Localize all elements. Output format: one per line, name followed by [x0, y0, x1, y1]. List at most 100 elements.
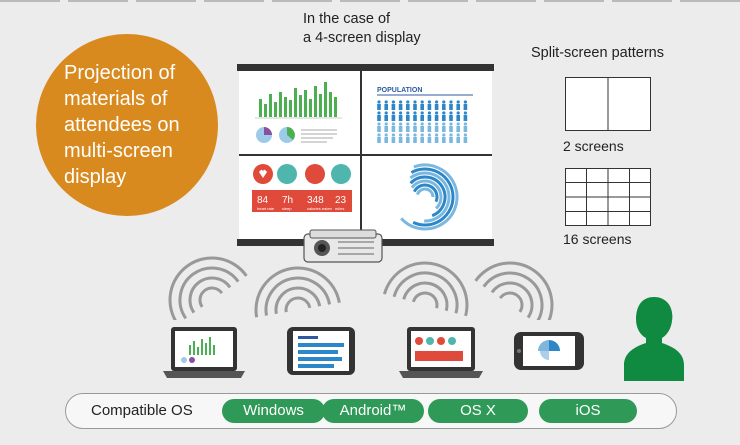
person-figure [391, 122, 396, 132]
tablet-icon [287, 327, 355, 375]
person-figure [434, 122, 439, 132]
laptop-icon [399, 327, 483, 378]
compatible-os-label: Compatible OS [91, 402, 193, 419]
os-pill-windows: Windows [222, 399, 325, 423]
person-figure [391, 100, 396, 110]
heading-line: materials of [64, 88, 168, 110]
caption-line: a 4-screen display [303, 30, 421, 46]
person-figure [434, 111, 439, 121]
two-screen-pattern [565, 77, 651, 131]
stat-value: 23 [335, 195, 347, 206]
person-icon [624, 297, 684, 381]
person-figure [377, 111, 381, 121]
person-figure [442, 122, 446, 132]
person-figure [420, 100, 424, 110]
radial-ring [400, 163, 459, 231]
person-figure [406, 133, 410, 143]
screen-top-bar [237, 64, 494, 71]
person-figure [463, 133, 468, 143]
laptop-icon [163, 327, 245, 378]
person-figure [406, 111, 410, 121]
heading-line: display [64, 166, 127, 188]
person-figure [377, 133, 381, 143]
four-screen-caption: In the case of a 4-screen display [303, 10, 421, 48]
person-figure [456, 111, 460, 121]
person-figure [384, 100, 388, 110]
person-figure [456, 133, 460, 143]
person-figure [449, 133, 453, 143]
os-pill-osx: OS X [428, 399, 528, 423]
sixteen-screen-label: 16 screens [563, 231, 632, 247]
person-figure [456, 122, 460, 132]
wireless-signals [168, 256, 554, 320]
radial-ring [409, 175, 447, 218]
split-title: Split-screen patterns [531, 45, 664, 61]
os-pill-android: Android™ [322, 399, 424, 423]
radial-ring [409, 171, 451, 223]
person-figure [463, 100, 468, 110]
person-figure [413, 133, 417, 143]
panel-radial-chart [400, 163, 459, 231]
stat-label: heart rate [257, 206, 275, 211]
person-figure [420, 111, 424, 121]
person-figure [406, 100, 410, 110]
heading-line: attendees on [64, 114, 180, 136]
smartphone-icon [514, 332, 584, 370]
person-figure [384, 111, 388, 121]
person-figure [413, 111, 417, 121]
stat-value: 84 [257, 195, 269, 206]
wifi-icon [474, 261, 554, 320]
stat-label: calories eaten [307, 206, 332, 211]
person-figure [391, 133, 396, 143]
stat-label: sleep [282, 206, 292, 211]
heading-text: Projection of materials of attendees on … [64, 60, 224, 190]
person-figure [463, 122, 468, 132]
person-figure [413, 100, 417, 110]
population-label: POPULATION [377, 87, 422, 94]
wifi-icon [382, 261, 469, 317]
panel-population: POPULATION [377, 87, 473, 143]
person-figure [398, 133, 403, 143]
person-figure [398, 111, 403, 121]
person-figure [442, 100, 446, 110]
person-figure [463, 111, 468, 121]
person-figure [442, 111, 446, 121]
person-figure [442, 133, 446, 143]
compatible-os-bar: Compatible OS Windows Android™ OS X iOS [65, 393, 677, 429]
radial-ring [410, 167, 455, 227]
person-figure [384, 133, 388, 143]
person-figure [377, 100, 381, 110]
heading-line: Projection of [64, 62, 176, 84]
person-figure [391, 111, 396, 121]
person-figure [420, 133, 424, 143]
wifi-icon [168, 256, 248, 320]
person-figure [406, 122, 410, 132]
panel-bar-chart [255, 82, 342, 143]
radial-ring [415, 187, 435, 198]
stat-value: 348 [307, 195, 324, 206]
person-figure [456, 100, 460, 110]
person-figure [427, 133, 432, 143]
person-figure [420, 122, 424, 132]
person-figure [398, 122, 403, 132]
person-figure [434, 133, 439, 143]
person-figure [449, 122, 453, 132]
heading-circle [36, 34, 218, 216]
top-border [0, 0, 740, 2]
sixteen-screen-pattern [565, 168, 651, 226]
radial-ring [410, 179, 443, 210]
projector-icon [303, 229, 383, 263]
person-figure [427, 100, 432, 110]
person-figure [434, 100, 439, 110]
radial-ring [412, 183, 439, 203]
person-figure [427, 122, 432, 132]
wifi-icon [254, 266, 341, 318]
person-figure [413, 122, 417, 132]
person-figure [377, 122, 381, 132]
stat-value: 7h [282, 195, 293, 206]
heading-line: multi-screen [64, 140, 173, 162]
stat-label: miles [335, 206, 344, 211]
two-screen-label: 2 screens [563, 138, 624, 154]
